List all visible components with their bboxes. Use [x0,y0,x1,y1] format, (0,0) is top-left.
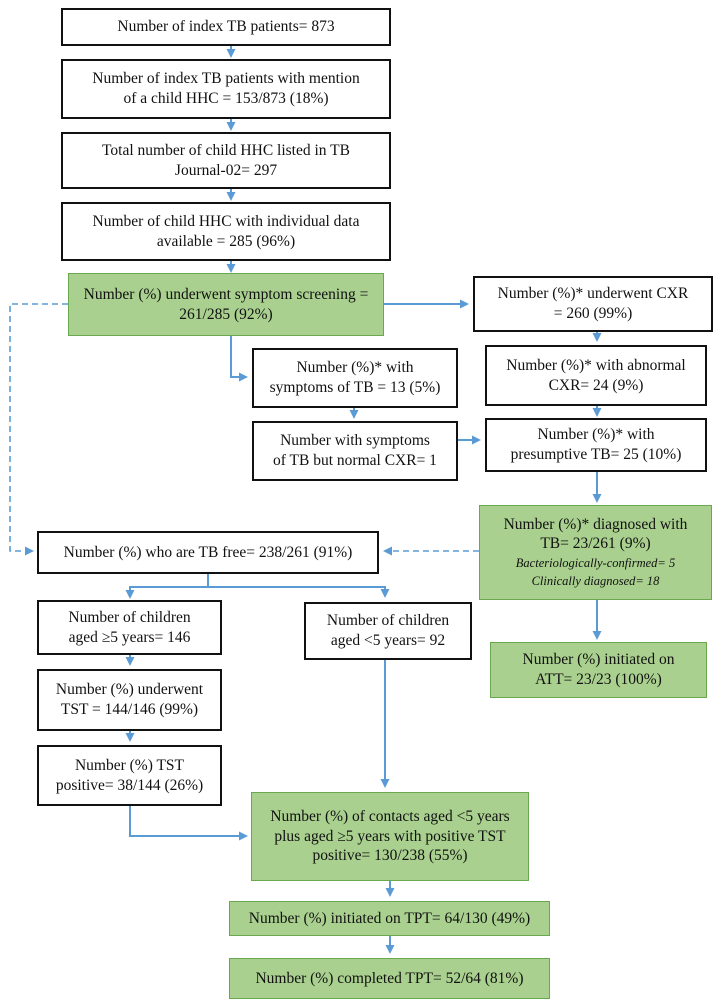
arrow-screening-to-symptoms [230,336,248,382]
index-patients-box: Number of index TB patients= 873 [61,8,391,46]
att-initiated-line-2: ATT= 23/23 (100%) [535,671,662,688]
hhc-mention-box: Number of index TB patients with mention… [61,59,391,119]
symptoms-tb-line-1: Number (%)* with [296,359,414,377]
tpt-eligible-line-2: plus aged ≥5 years with positive TST [274,827,506,845]
att-initiated-line-1: Number (%) initiated on [522,651,675,669]
tst-positive-box: Number (%) TST positive= 38/144 (26%) [37,745,222,806]
hhc-mention-line-2: of a child HHC = 153/873 (18%) [123,90,329,107]
tst-positive-line-2: positive= 38/144 (26%) [55,776,204,794]
arrow-tbfree-to-aged5plus [125,574,209,599]
tst-box: Number (%) underwent TST = 144/146 (99%) [37,669,222,731]
aged-5-plus-line-1: Number of children [68,608,191,626]
listed-hhc-line-1: Total number of child HHC listed in TB [102,141,350,159]
symptom-screening-line-1: Number (%) underwent symptom screening = [83,285,369,303]
abnormal-cxr-line-1: Number (%)* with abnormal [506,356,686,374]
tpt-completed-text: Number (%) completed TPT= 52/64 (81%) [255,969,524,987]
tpt-eligible-line-3: positive= 130/238 (55%) [312,847,468,865]
tpt-eligible-box: Number (%) of contacts aged <5 years plu… [251,792,529,881]
tpt-initiated-box: Number (%) initiated on TPT= 64/130 (49%… [229,901,550,936]
cxr-line-2: = 260 (99%) [553,305,633,322]
tb-free-box: Number (%) who are TB free= 238/261 (91%… [37,531,379,574]
att-initiated-box: Number (%) initiated on ATT= 23/23 (100%… [490,642,707,698]
arrow-tbfree-to-under5 [208,586,390,598]
under-5-box: Number of children aged <5 years= 92 [304,602,472,660]
abnormal-cxr-line-2: CXR= 24 (9%) [548,376,644,394]
tpt-initiated-text: Number (%) initiated on TPT= 64/130 (49%… [248,909,531,927]
tst-line-1: Number (%) underwent [55,681,204,699]
aged-5-plus-box: Number of children aged ≥5 years= 146 [37,600,222,655]
cxr-line-1: Number (%)* underwent CXR [497,285,689,303]
bacteriologically-confirmed-text: Bacteriologically-confirmed= 5 [515,556,676,571]
individual-data-box: Number of child HHC with individual data… [61,202,391,261]
presumptive-tb-line-2: presumptive TB= 25 (10%) [510,446,682,463]
individual-data-line-1: Number of child HHC with individual data [92,212,360,230]
tpt-eligible-line-1: Number (%) of contacts aged <5 years [270,807,510,825]
diagnosed-tb-line-1: Number (%)* diagnosed with [503,515,688,533]
presumptive-tb-box: Number (%)* with presumptive TB= 25 (10%… [485,418,707,472]
listed-hhc-box: Total number of child HHC listed in TB J… [61,132,391,189]
listed-hhc-line-2: Journal-02= 297 [174,161,278,179]
individual-data-line-2: available = 285 (96%) [156,232,296,250]
tst-line-2: TST = 144/146 (99%) [60,701,199,718]
dashed-screening-to-tbfree [9,303,68,556]
tst-positive-line-1: Number (%) TST [74,756,185,774]
normal-cxr-line-1: Number with symptoms [280,432,430,450]
symptoms-tb-line-2: symptoms of TB = 13 (5%) [269,379,441,396]
arrow-tstpos-to-eligible [129,806,248,841]
presumptive-tb-line-1: Number (%)* with [537,426,655,444]
cxr-box: Number (%)* underwent CXR = 260 (99%) [473,276,713,332]
hhc-mention-line-1: Number of index TB patients with mention [92,70,360,88]
index-patients-text: Number of index TB patients= 873 [117,18,335,36]
symptoms-tb-box: Number (%)* with symptoms of TB = 13 (5%… [252,348,458,408]
symptom-screening-box: Number (%) underwent symptom screening =… [68,273,384,336]
diagnosed-tb-box: Number (%)* diagnosed with TB= 23/261 (9… [479,505,712,600]
aged-5-plus-line-2: aged ≥5 years= 146 [68,628,191,646]
under-5-line-1: Number of children [326,612,450,630]
diagnosed-tb-line-2: TB= 23/261 (9%) [540,535,651,553]
abnormal-cxr-box: Number (%)* with abnormal CXR= 24 (9%) [485,345,707,406]
tb-free-text: Number (%) who are TB free= 238/261 (91%… [63,543,353,561]
tpt-completed-box: Number (%) completed TPT= 52/64 (81%) [229,958,550,999]
clinically-diagnosed-text: Clinically diagnosed= 18 [531,574,660,589]
under-5-line-2: aged <5 years= 92 [330,632,446,649]
normal-cxr-line-2: of TB but normal CXR= 1 [273,452,437,469]
symptom-screening-line-2: 261/285 (92%) [179,305,273,323]
normal-cxr-box: Number with symptoms of TB but normal CX… [252,421,458,481]
